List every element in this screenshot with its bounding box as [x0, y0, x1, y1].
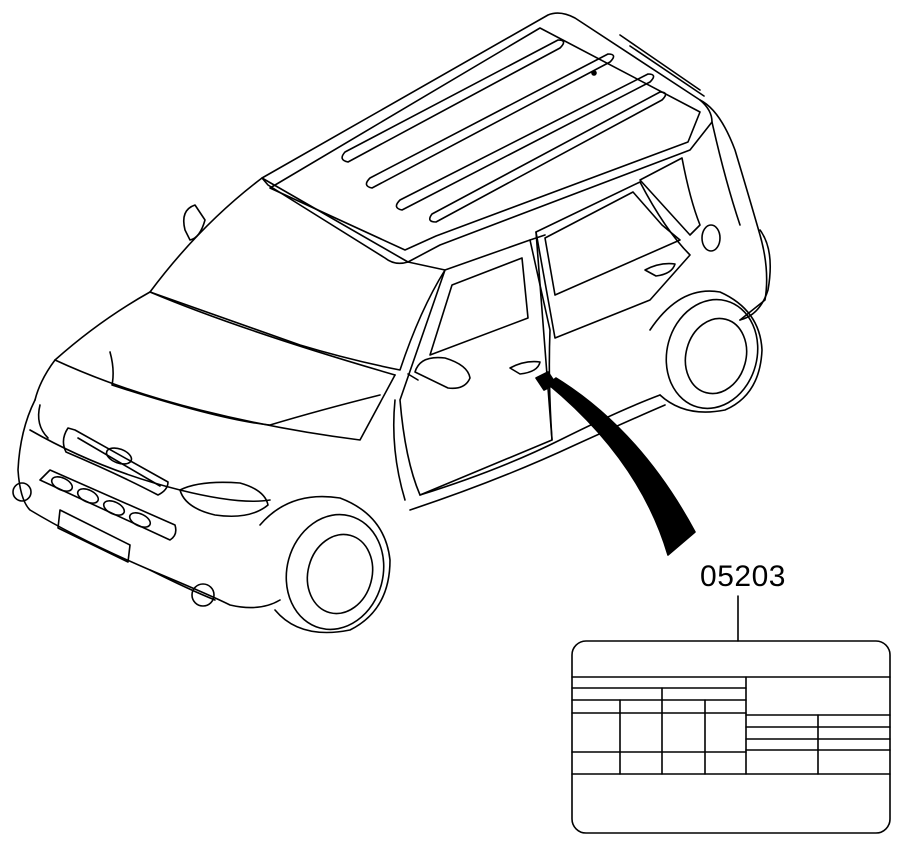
vehicle-illustration — [12, 12, 771, 634]
part-number-label: 05203 — [700, 560, 786, 593]
lower-grille — [39, 469, 177, 541]
label-diagram — [571, 640, 891, 834]
roof-rib-1 — [341, 39, 565, 163]
rear-door — [535, 181, 691, 339]
rear-quarter — [699, 99, 768, 321]
callout-pointer — [535, 371, 696, 556]
hood — [54, 291, 396, 441]
fog-light-right — [191, 583, 215, 607]
roof-rib-4 — [428, 91, 667, 223]
windshield — [149, 177, 446, 371]
fuel-door — [701, 224, 721, 252]
rocker-panel — [419, 394, 661, 496]
front-door-handle — [509, 360, 541, 375]
roof-rib-2 — [365, 53, 615, 189]
front-window — [429, 257, 529, 356]
rear-wheel — [649, 290, 763, 413]
fog-light-left — [12, 482, 32, 502]
headlight — [179, 481, 269, 518]
roof-rib-3 — [395, 73, 655, 211]
mirror-right — [414, 356, 471, 390]
quarter-window — [639, 157, 701, 236]
mirror-left — [182, 204, 206, 241]
license-plate — [57, 509, 131, 563]
grille — [62, 427, 169, 496]
front-wheel — [259, 495, 391, 634]
front-door — [399, 239, 553, 496]
front-bumper — [17, 399, 281, 609]
roof-outline — [261, 12, 713, 265]
rear-door-handle — [644, 262, 676, 277]
badge — [105, 447, 133, 465]
rear-window — [544, 191, 681, 296]
